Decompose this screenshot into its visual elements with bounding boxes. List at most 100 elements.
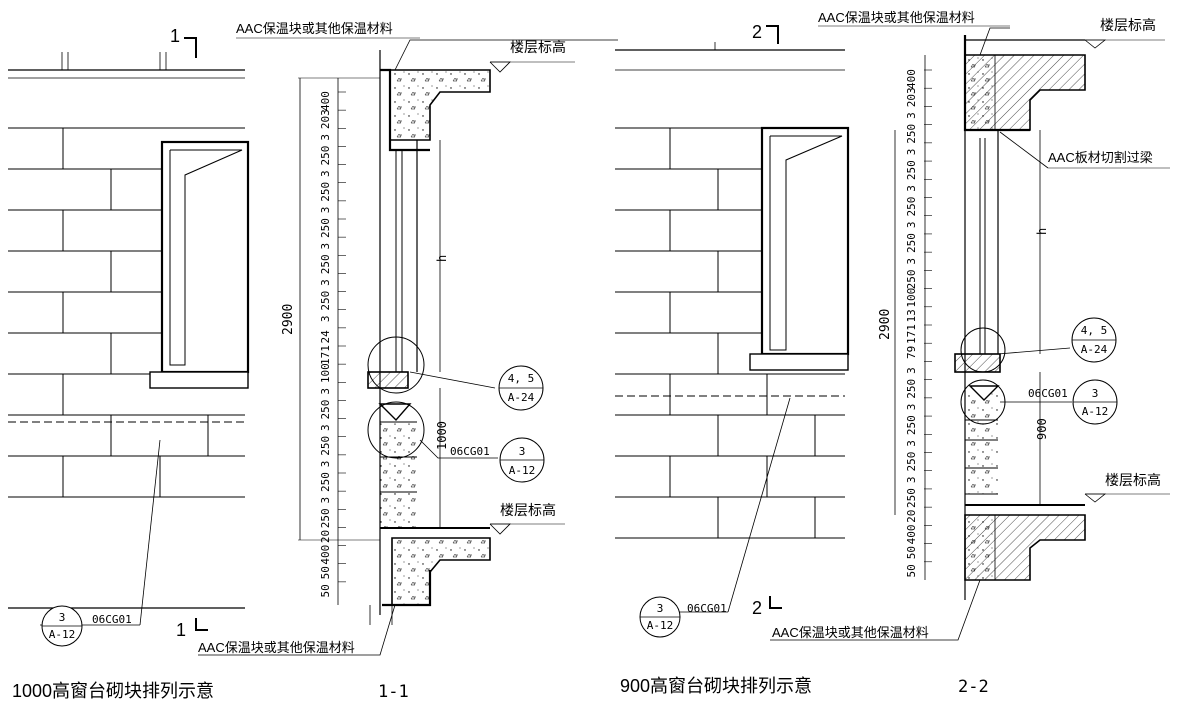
svg-text:3: 3: [657, 602, 664, 615]
dimension-value: 171: [905, 324, 918, 344]
dimension-value: 3: [905, 258, 918, 265]
svg-text:3: 3: [519, 445, 526, 458]
svg-text:A-24: A-24: [1081, 343, 1108, 356]
right-ref-3: 3 A-12 06CG01: [1028, 379, 1118, 425]
left-ref-3: 3 A-12 06CG01: [450, 437, 545, 483]
dimension-value: 3: [905, 440, 918, 447]
dimension-value: 400: [905, 525, 918, 545]
left-top-slab: [389, 69, 491, 141]
svg-text:A-24: A-24: [508, 391, 535, 404]
dimension-value: 3: [319, 207, 332, 214]
left-caption: 1000高窗台砌块排列示意: [12, 681, 214, 701]
right-window-frame: [760, 126, 850, 356]
svg-text:A-12: A-12: [509, 464, 536, 477]
dimension-value: 100: [905, 288, 918, 308]
left-elevation: 1 1 3 A-12 06CG01: [8, 26, 250, 647]
right-elevation: 2 2 3 A-12 06CG01: [615, 22, 850, 638]
dimension-value: 50: [905, 564, 918, 577]
dimension-value: 250: [319, 182, 332, 202]
right-caption: 900高窗台砌块排列示意: [620, 676, 812, 696]
right-h-label: h: [1035, 228, 1049, 235]
left-sill-height: 1000: [435, 421, 449, 450]
svg-text:4, 5: 4, 5: [1081, 324, 1108, 337]
left-total-height: 2900: [281, 304, 296, 335]
dimension-value: 13: [905, 309, 918, 322]
left-cut-mark-bottom: 1: [176, 620, 186, 640]
dimension-value: 250: [905, 233, 918, 253]
dimension-value: 400: [905, 69, 918, 89]
svg-text:A-12: A-12: [647, 619, 674, 632]
dimension-value: 3: [319, 315, 332, 322]
dimension-value: 3: [319, 279, 332, 286]
dimension-value: 250: [905, 488, 918, 508]
left-aac-blocks: [380, 420, 417, 529]
dimension-value: 400: [319, 545, 332, 565]
dimension-value: 20: [905, 510, 918, 523]
dimension-value: 171: [319, 345, 332, 365]
left-h-label: h: [435, 255, 449, 262]
dimension-value: 3: [905, 185, 918, 192]
dimension-value: 250: [905, 452, 918, 472]
right-insulation-bottom: AAC保温块或其他保温材料: [772, 625, 929, 640]
left-elevation-ref: 3 A-12 06CG01: [41, 605, 132, 647]
svg-text:06CG01: 06CG01: [1028, 387, 1068, 400]
right-dimension-chain: 4002033250325032503250325010013171793250…: [905, 69, 932, 578]
dimension-value: 3: [905, 367, 918, 374]
left-floor-level-top: 楼层标高: [510, 39, 566, 55]
left-insulation-bottom: AAC保温块或其他保温材料: [198, 640, 355, 655]
right-window-sill: [749, 353, 849, 371]
dimension-value: 250: [319, 254, 332, 274]
dimension-value: 3: [319, 424, 332, 431]
dimension-value: 3: [319, 461, 332, 468]
right-cut-mark-bottom: 2: [752, 598, 762, 618]
left-detail-circle-3: [367, 401, 425, 459]
dimension-value: 203: [319, 109, 332, 129]
dimension-value: 250: [319, 218, 332, 238]
left-ref-45: 4, 5 A-24: [498, 365, 544, 411]
dimension-value: 20: [319, 530, 332, 543]
dimension-value: 24: [319, 330, 332, 344]
right-insulation-top: AAC保温块或其他保温材料: [818, 10, 975, 25]
dimension-value: 3: [905, 404, 918, 411]
dimension-value: 250: [905, 415, 918, 435]
right-sill-height: 900: [1035, 418, 1049, 440]
dimension-value: 203: [905, 87, 918, 107]
dimension-value: 250: [905, 270, 918, 290]
aac-block-fill: [965, 390, 998, 494]
left-section: h 1000 2900 4002033250325032503250325032…: [12, 21, 618, 702]
left-floor-level-bottom: 楼层标高: [500, 502, 556, 518]
dimension-value: 3: [319, 243, 332, 250]
dimension-value: 3: [319, 134, 332, 141]
right-ref-45: 4, 5 A-24: [1071, 317, 1117, 363]
svg-text:06CG01: 06CG01: [687, 602, 727, 615]
dimension-value: 3: [319, 388, 332, 395]
left-window-sill: [149, 371, 249, 389]
svg-text:06CG01: 06CG01: [92, 613, 132, 626]
svg-text:A-12: A-12: [1082, 405, 1109, 418]
right-section-label: 2-2: [958, 677, 989, 697]
dimension-value: 250: [905, 160, 918, 180]
dimension-value: 250: [905, 379, 918, 399]
svg-text:4, 5: 4, 5: [508, 372, 535, 385]
dimension-value: 250: [319, 291, 332, 311]
dimension-value: 400: [319, 91, 332, 111]
left-cut-mark-top: 1: [170, 26, 180, 46]
left-detail-circle-45: [367, 336, 425, 394]
left-window-frame: [160, 140, 250, 374]
dimension-value: 100: [319, 363, 332, 383]
aac-block-fill: [380, 424, 417, 528]
right-beam-note: AAC板材切割过梁: [1048, 150, 1153, 165]
dimension-value: 3: [319, 497, 332, 504]
right-floor-level-top: 楼层标高: [1100, 17, 1156, 33]
dimension-value: 250: [319, 508, 332, 528]
svg-text:06CG01: 06CG01: [450, 445, 490, 458]
dimension-value: 79: [905, 346, 918, 359]
right-floor-level-bottom: 楼层标高: [1105, 472, 1161, 488]
dimension-value: 250: [905, 124, 918, 144]
dimension-value: 3: [905, 149, 918, 156]
left-section-label: 1-1: [378, 682, 409, 702]
dimension-value: 3: [905, 222, 918, 229]
dimension-value: 50: [319, 566, 332, 579]
right-detail-circle-45: [960, 327, 1006, 373]
